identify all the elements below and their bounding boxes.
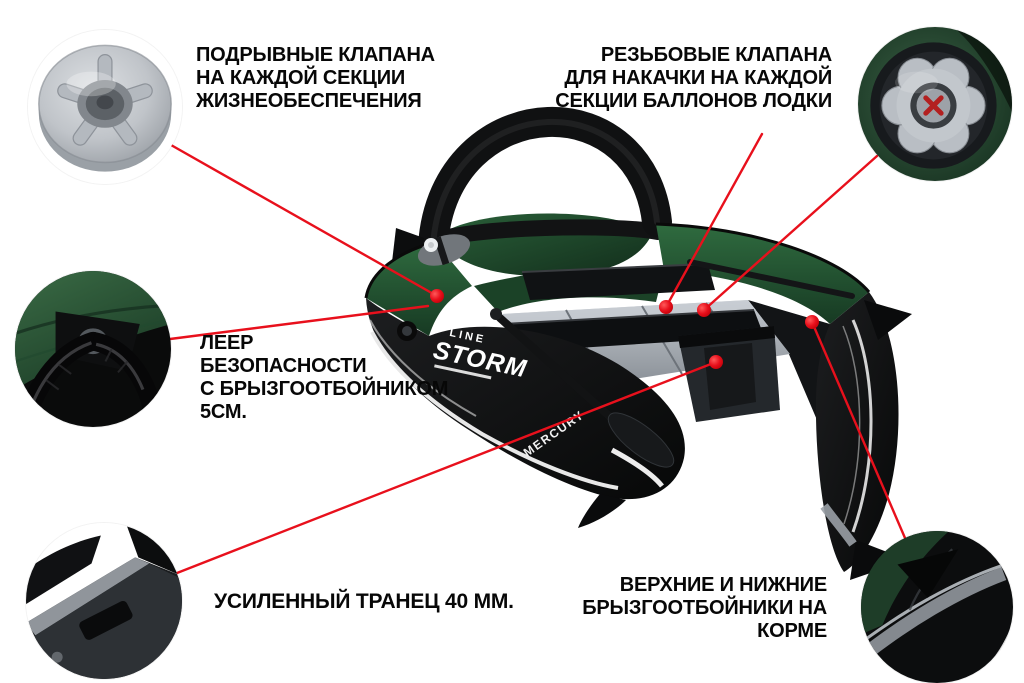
spray-guard-flap-upper — [864, 300, 912, 340]
oar-shaft — [496, 314, 622, 428]
callout-lines — [168, 132, 907, 575]
callout-safety-line-label: ЛЕЕР БЕЗОПАСНОСТИ С БРЫЗГООТБОЙНИКОМ 5СМ… — [200, 332, 449, 423]
callout-spray-guards-label: ВЕРХНИЕ И НИЖНИЕ БРЫЗГООТБОЙНИКИ НА КОРМ… — [582, 574, 827, 642]
starboard-stripe-thin — [842, 325, 861, 525]
inset-safety-line-photo — [15, 271, 171, 427]
transom-cap — [678, 326, 775, 348]
spray-guard-photo-art — [861, 531, 1013, 683]
port-cone-tip — [578, 494, 626, 528]
tube-valve-cap — [402, 326, 412, 336]
dot-spray-guard — [805, 315, 819, 329]
green-hull-corner — [861, 531, 950, 635]
starboard-tube-top — [656, 224, 869, 324]
inset-blow-valve-photo — [28, 30, 182, 184]
leader-inflation-text — [664, 132, 764, 309]
brand-subtext-bar — [434, 364, 492, 380]
bench-front-edge — [521, 263, 709, 273]
leader-transom — [175, 360, 718, 575]
transom-edge-band — [26, 557, 150, 636]
bow-handle-sheen — [430, 118, 660, 249]
bench-rear-edge — [503, 309, 755, 325]
leader-spray-guards — [810, 320, 907, 540]
inset-transom-photo — [26, 523, 182, 679]
bow-patch-center — [428, 242, 434, 248]
bench-seat-front — [522, 264, 715, 300]
callout-blow-valves-label: ПОДРЫВНЫЕ КЛАПАНА НА КАЖДОЙ СЕКЦИИ ЖИЗНЕ… — [196, 44, 435, 112]
boat: LINE STORM MERCURY — [364, 106, 912, 580]
port-cone-band — [610, 447, 664, 488]
port-tube-top — [366, 242, 472, 336]
starboard-rub-strake — [655, 222, 871, 293]
inflation-valve-photo-art — [858, 27, 1012, 181]
bow-handle-arch — [418, 106, 672, 261]
transom-plate — [704, 343, 756, 410]
port-tube-side — [366, 298, 685, 500]
starboard-stripe — [851, 319, 873, 533]
transom-photo-art — [26, 523, 182, 679]
port-stripe — [370, 331, 619, 490]
stowed-oar-shaft — [687, 259, 855, 299]
bolt — [51, 651, 63, 663]
dot-transom — [709, 355, 723, 369]
handle-slot — [79, 600, 133, 640]
leader-safety-line — [168, 304, 430, 341]
safety-line-photo-art — [15, 271, 171, 427]
starboard-tube-side — [815, 292, 899, 572]
starboard-cone-band — [820, 503, 857, 547]
valve-red-x — [923, 95, 944, 116]
cone-gray-band — [862, 567, 1007, 659]
guard-flap — [897, 549, 959, 598]
leader-blow-valves — [169, 143, 439, 298]
callout-dots — [430, 289, 819, 369]
callout-transom-label: УСИЛЕННЫЙ ТРАНЕЦ 40 ММ. — [214, 590, 514, 613]
oar-blade — [607, 412, 675, 468]
starboard-inner-wall — [748, 300, 830, 420]
inset-spray-guard-photo — [861, 531, 1013, 683]
port-stripe-thin — [369, 319, 477, 417]
leader-inflation-photo — [702, 154, 879, 312]
callout-inflation-valves-label: РЕЗЬБОВЫЕ КЛАПАНА ДЛЯ НАКАЧКИ НА КАЖДОЙ … — [555, 44, 832, 112]
dot-blow-valve — [430, 289, 444, 303]
dot-inflation-valve-1 — [659, 300, 673, 314]
dot-inflation-valve-2 — [697, 303, 711, 317]
inset-inflation-valve-photo — [858, 27, 1012, 181]
fabric-top-left — [26, 535, 101, 605]
oar-grip — [490, 308, 502, 320]
blow-valve-photo-art — [28, 30, 182, 184]
floor-highlight — [502, 300, 756, 326]
